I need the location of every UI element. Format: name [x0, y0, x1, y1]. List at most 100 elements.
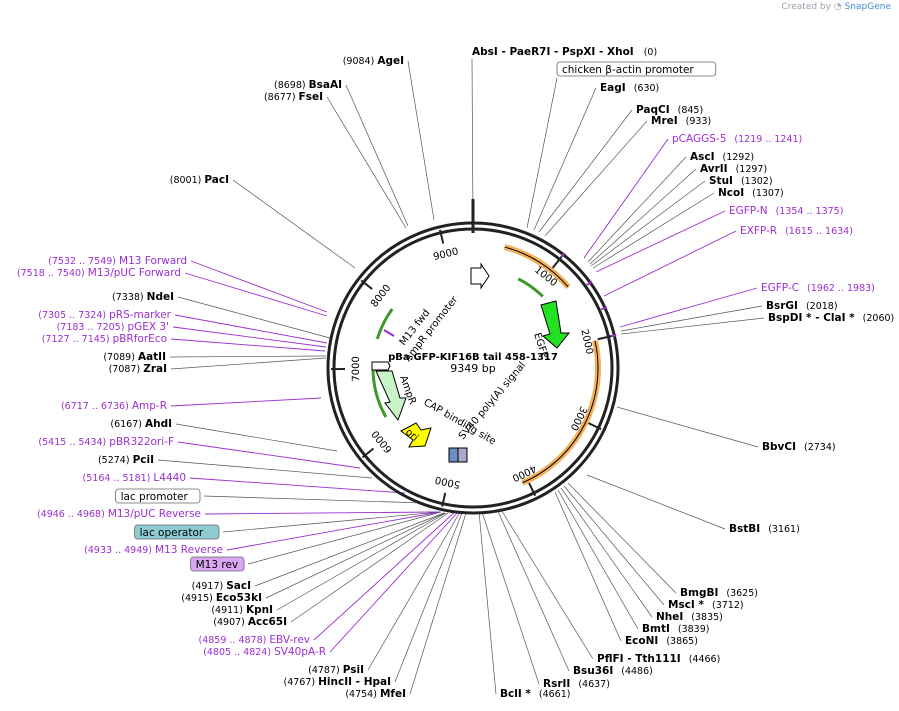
site-label: EXFP-R(1615 .. 1634) — [740, 225, 853, 237]
svg-text:(4787) PsiI: (4787) PsiI — [308, 664, 364, 676]
tick-label-6000: 6000 — [370, 428, 395, 455]
site-label: lac promoter — [115, 488, 201, 504]
leader-48 — [172, 326, 327, 348]
cba-promoter-arrow — [470, 262, 490, 290]
tick-3000 — [588, 422, 602, 431]
enzyme-name: PacI — [204, 174, 229, 186]
primer-name: EGFP-C — [761, 282, 799, 294]
svg-text:(4911) KpnI: (4911) KpnI — [211, 604, 273, 616]
svg-text:(4915) Eco53kI: (4915) Eco53kI — [181, 592, 262, 604]
leader-52 — [190, 260, 328, 313]
leader-37 — [222, 511, 441, 533]
ori-arrow — [400, 422, 432, 448]
primer-site-mark-1 — [586, 280, 593, 286]
leader-31 — [290, 512, 449, 623]
enzyme-name: FseI — [299, 91, 323, 103]
enzyme-name: PaqCI — [636, 104, 670, 116]
primer-name: EGFP-N — [729, 205, 768, 217]
leader-24 — [481, 511, 540, 685]
site-label: (4767) HincII - HpaI — [284, 676, 391, 688]
svg-text:(8001) PacI: (8001) PacI — [170, 174, 229, 186]
site-label: (6167) AhdI — [110, 418, 172, 430]
svg-text:Bsu36I(4486): Bsu36I(4486) — [573, 665, 653, 677]
leader-26 — [409, 512, 467, 695]
svg-text:BclI *(4661): BclI *(4661) — [500, 688, 570, 700]
feature-box — [115, 488, 201, 504]
leader-54 — [326, 96, 407, 229]
site-label: NheI(3835) — [656, 611, 723, 623]
primer-name: pCAGGS-5 — [672, 133, 726, 145]
site-label: RsrII(4637) — [543, 678, 610, 690]
leader-34 — [254, 512, 445, 587]
leader-15 — [616, 406, 759, 448]
enzyme-name: PciI — [133, 454, 154, 466]
svg-text:(7518 .. 7540) M13/pUC Forwar: (7518 .. 7540) M13/pUC Forward — [17, 267, 181, 279]
tick-8000 — [360, 279, 373, 290]
svg-text:(6717 .. 6736) Amp-R: (6717 .. 6736) Amp-R — [61, 400, 167, 412]
site-position: (7305 .. 7324) — [38, 310, 109, 321]
tick-6000 — [361, 447, 375, 459]
svg-text:(7338) NdeI: (7338) NdeI — [112, 291, 174, 303]
svg-text:BmgBI(3625): BmgBI(3625) — [680, 587, 758, 599]
leader-8 — [590, 180, 706, 267]
leader-39 — [203, 495, 424, 504]
leader-23 — [496, 508, 570, 672]
site-label: (5274) PciI — [98, 454, 154, 466]
site-position: (1615 .. 1634) — [785, 226, 853, 237]
site-label: AvrII(1297) — [700, 163, 767, 175]
site-position: (4767) — [284, 677, 319, 688]
svg-text:NheI(3835): NheI(3835) — [656, 611, 723, 623]
site-position: (3712) — [712, 600, 744, 611]
svg-text:PaqCI(845): PaqCI(845) — [636, 104, 703, 116]
site-position: (3865) — [666, 636, 698, 647]
site-label: BspDI * - ClaI *(2060) — [768, 312, 894, 324]
site-position: (7532 .. 7549) — [48, 256, 119, 267]
ampr-arrow — [375, 370, 407, 422]
leader-3 — [538, 109, 633, 233]
leader-53 — [232, 179, 356, 269]
site-position: (4754) — [345, 689, 380, 700]
tick-2000 — [597, 335, 612, 341]
enzyme-name: AscI — [690, 151, 715, 163]
leader-9 — [592, 192, 715, 269]
snapgene-credit: Created by ◔ SnapGene — [781, 2, 891, 12]
site-position: (1302) — [741, 176, 773, 187]
site-position: (8677) — [264, 92, 299, 103]
primer-name: Amp-R — [132, 400, 167, 412]
site-position: (6717 .. 6736) — [61, 401, 132, 412]
leader-22 — [499, 507, 594, 660]
site-position: (4933 .. 4949) — [84, 545, 155, 556]
site-label: (7532 .. 7549) M13 Forward — [48, 255, 187, 267]
tick-label-5000: 5000 — [434, 474, 461, 490]
svg-text:EagI(630): EagI(630) — [600, 82, 659, 94]
svg-text:(5415 .. 5434) pBR322ori-F: (5415 .. 5434) pBR322ori-F — [38, 436, 174, 448]
svg-text:(4917) SacI: (4917) SacI — [192, 580, 251, 592]
leader-lines — [157, 58, 765, 695]
primer-name: pRS-marker — [109, 309, 172, 321]
svg-text:EGFP-C(1962 .. 1983): EGFP-C(1962 .. 1983) — [761, 282, 875, 294]
svg-text:AvrII(1297): AvrII(1297) — [700, 163, 767, 175]
svg-text:NcoI(1307): NcoI(1307) — [718, 187, 784, 199]
site-position: (4486) — [621, 666, 653, 677]
leader-38 — [204, 511, 439, 515]
site-label: (7127 .. 7145) pBRforEco — [42, 333, 167, 345]
primer-name: M13 Forward — [119, 255, 187, 267]
site-label: lac operator — [134, 524, 220, 540]
leader-41 — [157, 459, 373, 479]
site-label: PaqCI(845) — [636, 104, 703, 116]
enzyme-name: NdeI — [147, 291, 174, 303]
site-label: (7518 .. 7540) M13/pUC Forward — [17, 267, 181, 279]
enzyme-name: BclI * — [500, 688, 531, 700]
enzyme-name: MreI — [651, 115, 678, 127]
svg-text:EGFP-N(1354 .. 1375): EGFP-N(1354 .. 1375) — [729, 205, 843, 217]
site-label: (8001) PacI — [170, 174, 229, 186]
svg-text:(4933 .. 4949) M13 Reverse: (4933 .. 4949) M13 Reverse — [84, 544, 223, 556]
leader-47 — [170, 338, 326, 352]
site-label: MscI *(3712) — [668, 599, 744, 611]
primer-name: pBR322ori-F — [109, 436, 174, 448]
svg-text:(4859 .. 4878) EBV-rev: (4859 .. 4878) EBV-rev — [198, 634, 310, 646]
leader-18 — [563, 485, 665, 606]
svg-text:BsrGI(2018): BsrGI(2018) — [766, 300, 838, 312]
leader-45 — [170, 357, 327, 370]
svg-text:MreI(933): MreI(933) — [651, 115, 711, 127]
